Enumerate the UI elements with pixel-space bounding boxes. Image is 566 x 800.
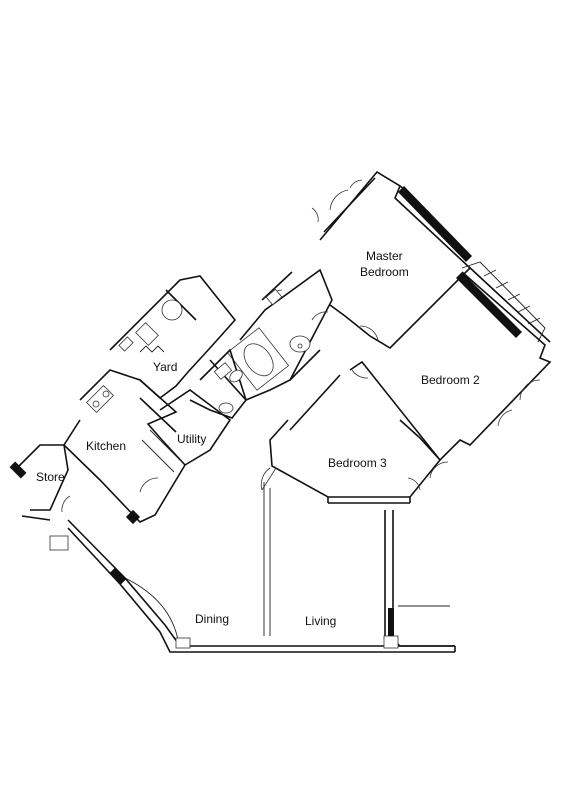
bathroom-doors xyxy=(265,288,329,321)
bedroom-3-walls xyxy=(269,360,442,504)
bedroom-3-doors xyxy=(260,461,449,491)
yard-walls xyxy=(109,275,237,400)
dining-window-frame xyxy=(109,567,127,585)
living-door-frame xyxy=(388,608,394,636)
wc-basin xyxy=(218,402,234,414)
kitchen-sink-drain-2 xyxy=(102,390,110,398)
yard-tap-fixture xyxy=(118,336,134,352)
yard-label: Yard xyxy=(153,360,177,374)
kitchen-label: Kitchen xyxy=(86,439,126,453)
wc-toilet-bowl xyxy=(229,369,243,383)
living-corner-frame xyxy=(383,635,399,649)
dining-label: Dining xyxy=(195,612,229,626)
dining-curved-window xyxy=(124,577,179,641)
kitchen-sink-drain xyxy=(92,400,100,408)
store-door xyxy=(61,495,71,513)
dining-corner-frame xyxy=(175,637,191,649)
master-bedroom-label-line2: Bedroom xyxy=(360,265,409,279)
store-step xyxy=(49,535,69,551)
bedroom-2-label: Bedroom 2 xyxy=(421,373,480,387)
bedroom-2-window-dark xyxy=(456,272,522,338)
master-bedroom-label-line1: Master xyxy=(366,249,403,263)
store-label: Store xyxy=(36,470,65,484)
bathroom-walls xyxy=(209,268,333,401)
wash-basin-drain xyxy=(297,343,303,349)
bedroom-2-walls xyxy=(399,265,552,462)
store-walls xyxy=(14,444,69,521)
wc-toilet xyxy=(213,362,233,380)
column-marker xyxy=(125,509,141,525)
kitchen-walls xyxy=(62,369,186,523)
bedroom-3-label: Bedroom 3 xyxy=(328,456,387,470)
bedroom-2-doors xyxy=(351,369,541,427)
kitchen-counter xyxy=(141,429,183,473)
kitchen-door xyxy=(139,477,159,493)
yard-drum-fixture xyxy=(161,299,183,321)
bedroom-2-bay-window xyxy=(461,261,546,343)
utility-walls xyxy=(159,389,232,466)
bathtub-basin xyxy=(243,343,274,377)
yard-sink-fixture xyxy=(135,322,159,346)
living-label: Living xyxy=(305,614,336,628)
store-window xyxy=(9,461,27,479)
master-bedroom-window xyxy=(398,186,472,262)
wc-walls xyxy=(189,348,247,419)
living-dining-walls xyxy=(67,482,456,653)
master-bedroom-doors xyxy=(311,179,379,341)
yard-railing xyxy=(139,345,165,353)
utility-label: Utility xyxy=(177,432,206,446)
